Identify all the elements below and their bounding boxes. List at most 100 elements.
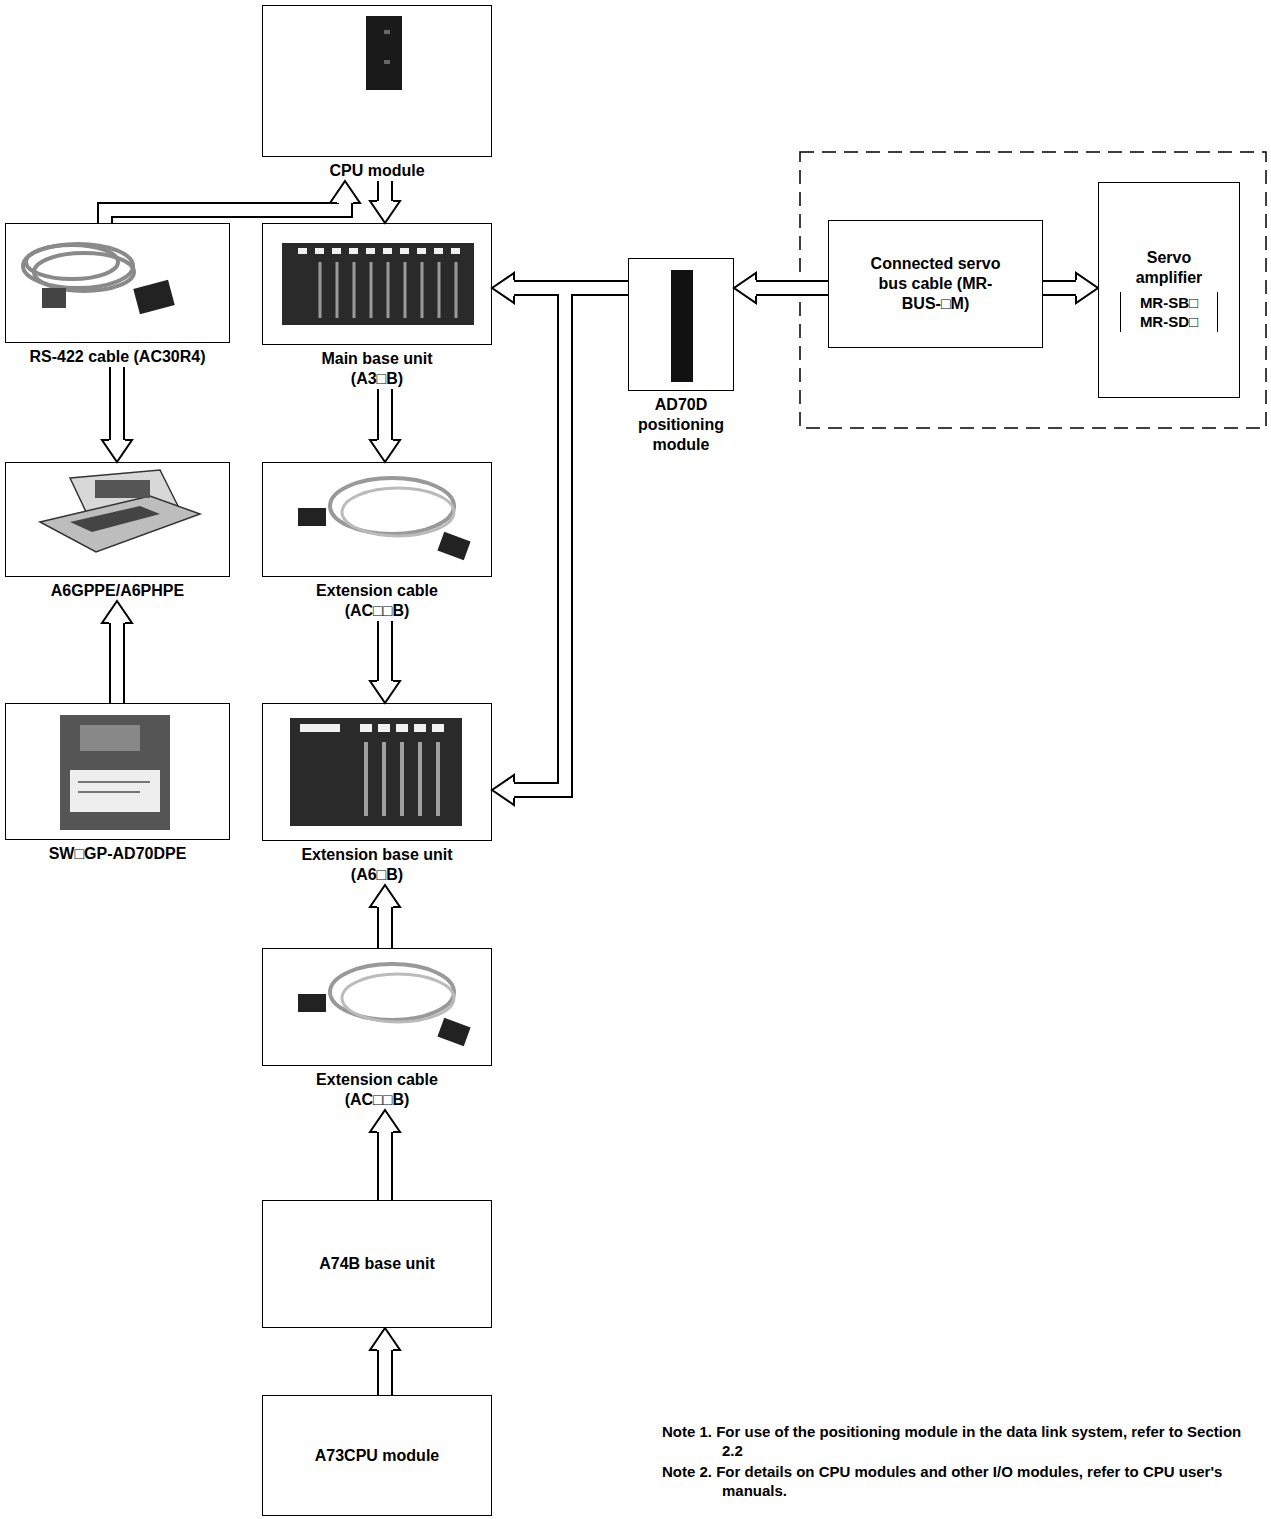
illustration-part [418, 742, 422, 816]
illustration-part [300, 724, 444, 732]
illustration-part [290, 718, 462, 826]
hollow-arrow [105, 203, 345, 223]
hollow-arrow [377, 181, 393, 201]
illustration-part [320, 262, 456, 318]
photo-box: Extension cable (AC□□B) [262, 462, 492, 621]
extension-base-photo [290, 718, 462, 826]
box-label: Servo amplifier [1119, 248, 1219, 288]
illustration-part [383, 248, 392, 254]
arrow-head [734, 273, 756, 303]
cpu-module-photo [366, 16, 402, 90]
photo-box: SW□GP-AD70DPE [5, 703, 230, 864]
illustration-part [95, 480, 150, 498]
note-text: Note 2. For details on CPU modules and o… [662, 1462, 1262, 1500]
illustration-part [387, 262, 390, 318]
hollow-arrow-fill [379, 621, 391, 681]
hollow-arrow [109, 367, 125, 440]
arrow-head [370, 1328, 400, 1350]
illustration-part [332, 248, 341, 254]
hollow-arrow [109, 623, 125, 703]
illustration-part [364, 742, 368, 816]
process-box: Servo amplifierMR-SB□ MR-SD□ [1098, 182, 1240, 398]
arrow-head [370, 681, 400, 703]
caption: A6GPPE/A6PHPE [5, 581, 230, 601]
photo-frame [262, 5, 492, 157]
photo-frame [628, 258, 734, 391]
caption: CPU module [262, 161, 492, 181]
servo-group-outline [800, 152, 1266, 428]
illustration-part [80, 725, 140, 751]
illustration-part [40, 496, 200, 552]
illustration-part [366, 16, 402, 90]
arrow-head [492, 775, 514, 805]
arrow-head [1076, 273, 1098, 303]
illustration-part [315, 248, 324, 254]
illustration-part [70, 506, 160, 532]
illustration-part [434, 248, 443, 254]
illustration-part [349, 248, 358, 254]
illustration-part [26, 245, 118, 279]
illustration-part [330, 964, 454, 1020]
illustration-part [60, 715, 170, 830]
photo-frame [262, 462, 492, 577]
illustration-part [298, 248, 307, 254]
illustration-part [70, 770, 160, 812]
hollow-arrow-fill [379, 1350, 391, 1395]
caption: Extension base unit (A6□B) [295, 845, 460, 885]
arrow-head [370, 885, 400, 907]
hollow-arrow [756, 280, 828, 296]
illustration-part [342, 974, 454, 1022]
extension-cable-photo [298, 964, 471, 1046]
arrow-head [370, 201, 400, 223]
illustration-part [353, 262, 356, 318]
caption: SW□GP-AD70DPE [5, 844, 230, 864]
illustration-part [404, 262, 407, 318]
illustration-part [384, 60, 390, 64]
photo-box: CPU module [262, 5, 492, 181]
hollow-arrow-fill [756, 282, 828, 294]
illustration-part [384, 30, 390, 34]
illustration-part [436, 742, 440, 816]
hollow-arrow [377, 389, 393, 440]
box-label: A74B base unit [319, 1254, 435, 1274]
photo-box: Extension base unit (A6□B) [262, 703, 492, 885]
process-box: Connected servo bus cable (MR-BUS-□M) [828, 220, 1043, 348]
illustration-part [437, 1018, 470, 1046]
notes-block: Note 1. For use of the positioning modul… [662, 1422, 1262, 1502]
illustration-part [421, 262, 424, 318]
photo-frame [5, 703, 230, 840]
illustration-part [382, 742, 386, 816]
illustration-part [298, 994, 326, 1012]
illustration-part [342, 488, 454, 536]
box-label: MR-SB□ MR-SD□ [1120, 292, 1218, 332]
hollow-arrow [377, 1350, 393, 1395]
main-base-photo [282, 243, 474, 325]
arrow-head [370, 1110, 400, 1132]
photo-frame [262, 948, 492, 1066]
illustration-part [330, 478, 454, 534]
illustration-part [298, 508, 326, 526]
arrow-head [492, 273, 514, 303]
photo-box: Extension cable (AC□□B) [262, 948, 492, 1110]
illustration-part [432, 724, 444, 732]
hollow-arrow-fill [111, 367, 123, 440]
process-box: A73CPU module [262, 1395, 492, 1516]
photo-frame [5, 462, 230, 577]
illustration-part [300, 724, 340, 732]
photo-frame [262, 223, 492, 345]
arrow-head [370, 440, 400, 462]
hollow-arrow-fill [514, 288, 628, 790]
software-disk-photo [60, 715, 170, 830]
illustration-part [298, 248, 460, 254]
process-box: A74B base unit [262, 1200, 492, 1328]
caption: Extension cable (AC□□B) [302, 1070, 452, 1110]
photo-box: AD70D positioning module [628, 258, 734, 455]
illustration-part [44, 290, 64, 306]
illustration-part [400, 248, 409, 254]
photo-frame [262, 703, 492, 841]
illustration-part [136, 282, 173, 312]
hollow-arrow [377, 621, 393, 681]
note-text: Note 1. For use of the positioning modul… [662, 1422, 1262, 1460]
